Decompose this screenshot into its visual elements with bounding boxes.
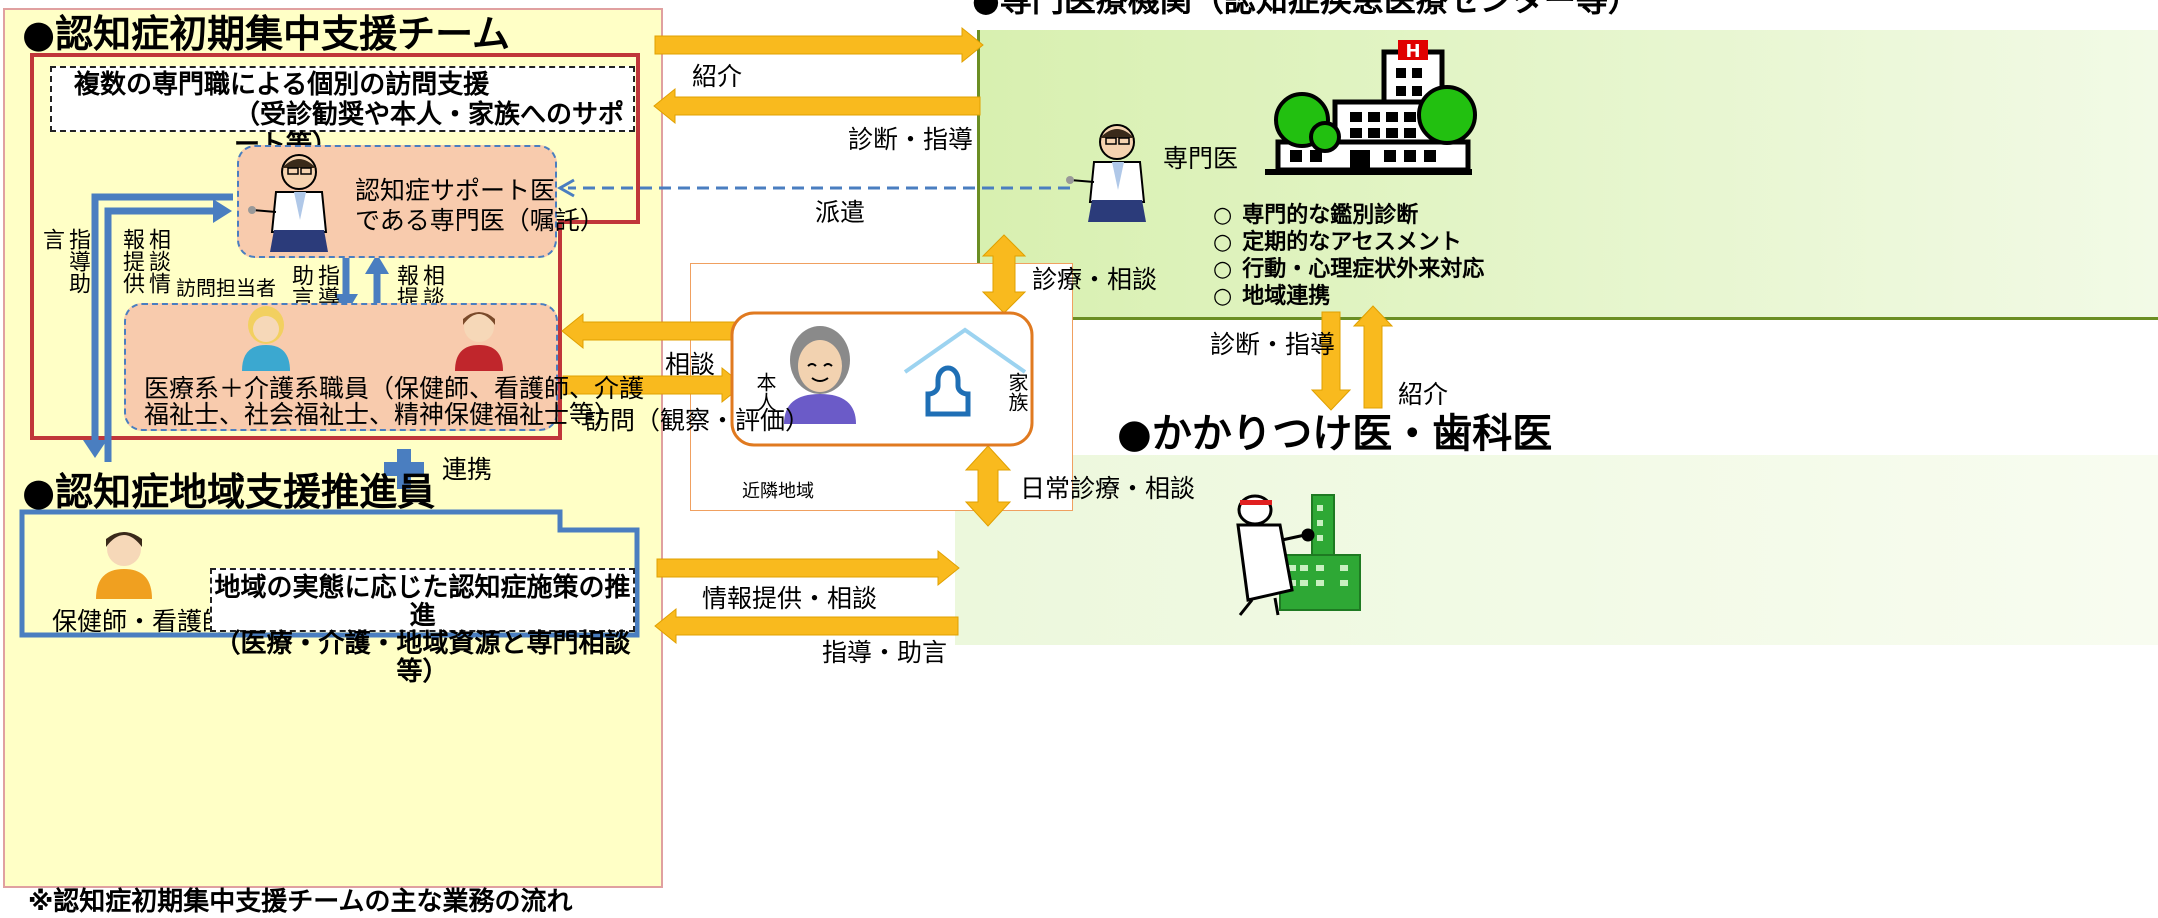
advice-outer-label: 指導助言 <box>38 228 90 308</box>
promoter-region-outline <box>19 509 640 638</box>
staff-line-2: 福祉士、社会福祉士、精神保健福祉士等） <box>144 400 620 429</box>
specialist-item-text: 行動・心理症状外来対応 <box>1242 257 1485 282</box>
promoter-box-line2: （医療・介護・地域資源と専門相談等） <box>214 629 631 687</box>
visit-label: 訪問（観察・評価） <box>585 406 811 435</box>
female-staff-icon <box>238 305 294 371</box>
family-label-text: 家族 <box>1005 372 1029 412</box>
clinic-consult-label: 診療・相談 <box>1032 265 1158 294</box>
specialist-item: ○ 行動・心理症状外来対応 <box>1213 256 1484 283</box>
clinic-building-icon <box>1279 494 1361 611</box>
specialist-doctor-figure <box>1062 120 1162 230</box>
info-consult-label: 情報提供・相談 <box>702 584 878 613</box>
promoter-box: 地域の実態に応じた認知症施策の推進 （医療・介護・地域資源と専門相談等） <box>210 568 635 686</box>
daily-care-label: 日常診療・相談 <box>1020 474 1196 503</box>
circle-marker: ○ <box>1213 284 1233 309</box>
promoter-person-icon <box>92 525 156 599</box>
info-arrow-line <box>104 207 213 462</box>
specialist-item-text: 地域連携 <box>1242 284 1331 309</box>
team-support-box: 複数の専門職による個別の訪問支援 （受診勧奨や本人・家族へのサポート等） <box>50 66 635 160</box>
circle-marker: ○ <box>1213 230 1233 255</box>
hospital-icon: H <box>1265 40 1477 175</box>
svg-text:H: H <box>1405 41 1420 62</box>
visitor-label: 訪問担当者 <box>176 276 276 300</box>
consult-label: 相談 <box>665 350 716 379</box>
cooperation-label: 連携 <box>442 455 493 484</box>
referral-right-label: 紹介 <box>1398 380 1449 409</box>
elderly-person-icon <box>780 322 860 424</box>
specialist-panel <box>977 30 2158 320</box>
specialist-title: ●専門医療機関（認知症疾患医療センター等） <box>972 0 1640 19</box>
specialist-item-text: 専門的な鑑別診断 <box>1242 203 1419 228</box>
specialist-doctor-label: 専門医 <box>1163 144 1239 173</box>
person-label-text: 本人 <box>753 372 777 412</box>
advice-inner-text: 指導助言 <box>288 264 339 308</box>
specialist-item-text: 定期的なアセスメント <box>1242 230 1462 255</box>
advice-inner-label: 指導助言 <box>287 264 339 318</box>
support-doctor-label-2: である専門医（嘱託） <box>355 206 605 235</box>
dispatch-label: 派遣 <box>815 198 866 227</box>
plus-icon-cooperation <box>384 449 424 489</box>
gp-doctor-icon <box>1236 494 1315 616</box>
support-doctor-figure <box>244 150 344 260</box>
specialist-items: ○ 専門的な鑑別診断 ○ 定期的なアセスメント ○ 行動・心理症状外来対応 ○ 地域連携 <box>1213 202 1484 310</box>
specialist-item: ○ 専門的な鑑別診断 <box>1213 202 1484 229</box>
advice-outer-text: 指導助言 <box>39 228 90 294</box>
specialist-item: ○ 地域連携 <box>1213 283 1484 310</box>
house-icon <box>903 327 1027 417</box>
staff-line-1: 医療系＋介護系職員（保健師、看護師、介護 <box>144 374 645 403</box>
male-staff-icon <box>451 305 507 371</box>
neighborhood-label: 近隣地域 <box>742 481 814 502</box>
referral-top-label: 紹介 <box>692 62 743 91</box>
info-outer-text: 相談情報提供 <box>119 228 170 294</box>
team-support-line1: 複数の専門職による個別の訪問支援 <box>74 70 490 100</box>
info-outer-label: 相談情報提供 <box>118 228 170 306</box>
team-region-outline <box>30 53 640 440</box>
advice-arrow-line <box>91 193 233 440</box>
orange-arrows <box>561 26 1394 645</box>
guidance-label: 指導・助言 <box>822 638 948 667</box>
diagnosis-right-label: 診断・指導 <box>1210 330 1336 359</box>
gp-panel <box>955 455 2158 645</box>
gp-title: ●かかりつけ医・歯科医 <box>1117 411 1553 457</box>
person-label: 本人 <box>752 372 778 412</box>
promoter-title: ●認知症地域支援推進員 <box>22 470 436 514</box>
specialist-item: ○ 定期的なアセスメント <box>1213 229 1484 256</box>
promoter-box-line1: 地域の実態に応じた認知症施策の推進 <box>214 573 631 631</box>
family-label: 家族 <box>1004 372 1030 412</box>
circle-marker: ○ <box>1213 257 1233 282</box>
circle-marker: ○ <box>1213 203 1233 228</box>
footer-note: ※認知症初期集中支援チームの主な業務の流れ <box>28 887 573 917</box>
team-title: ●認知症初期集中支援チーム <box>22 12 511 56</box>
support-doctor-label-1: 認知症サポート医 <box>355 176 556 205</box>
diagnosis-top-label: 診断・指導 <box>848 125 974 154</box>
